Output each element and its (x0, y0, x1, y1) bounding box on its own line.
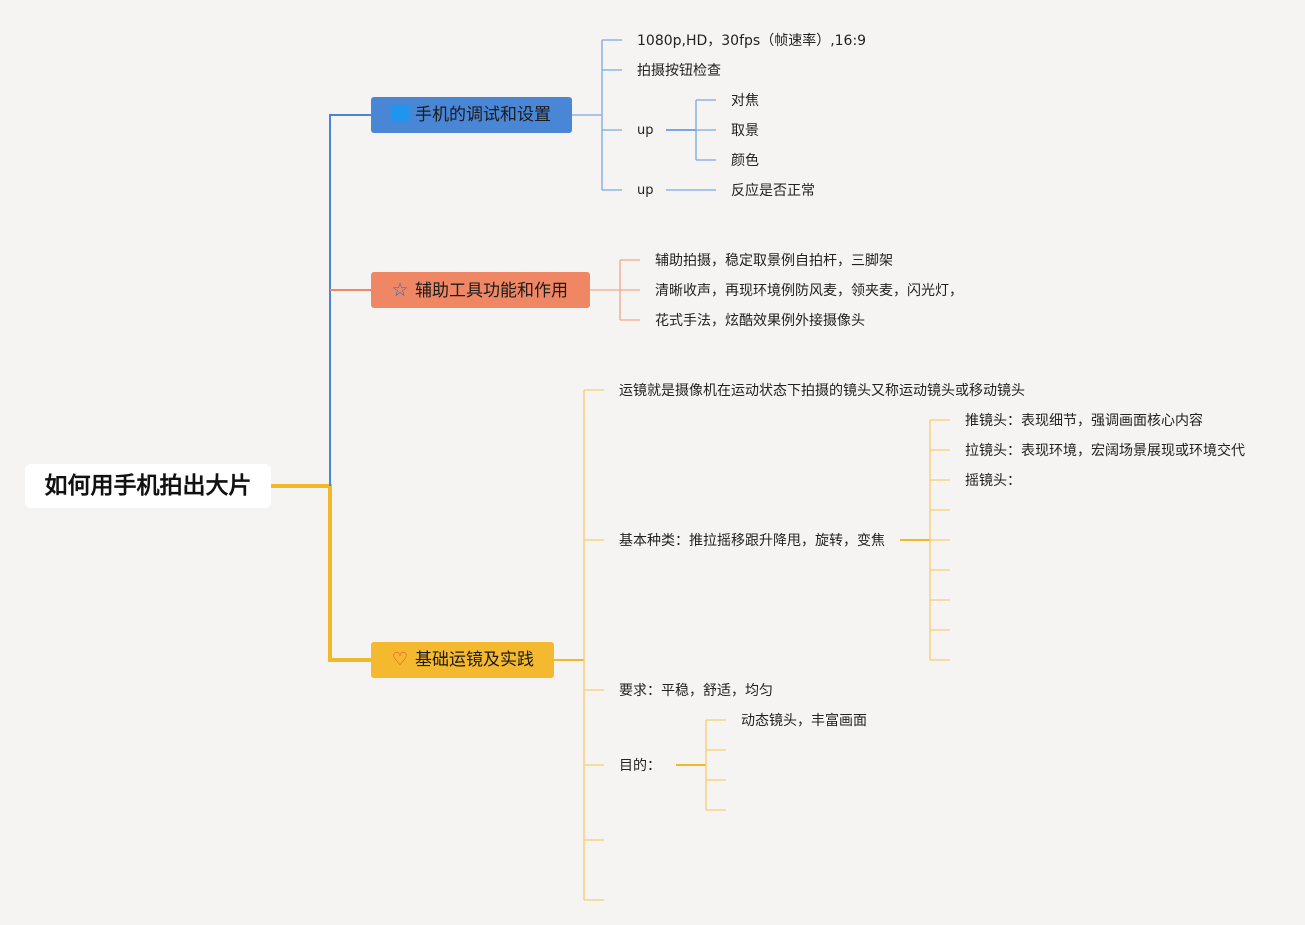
star-outline-icon: ☆ (391, 279, 409, 301)
topic-response[interactable]: 反应是否正常 (731, 183, 815, 199)
topic-up-1[interactable]: up (637, 123, 654, 138)
branch-aux-tools[interactable]: ☆ 辅助工具功能和作用 (371, 272, 590, 308)
topic-push-in[interactable]: 推镜头：表现细节，强调画面核心内容 (965, 413, 1203, 429)
topic-pull-out[interactable]: 拉镜头：表现环境，宏阔场景展现或环境交代 (965, 443, 1245, 459)
topic-audio[interactable]: 清晰收声，再现环境例防风麦，领夹麦，闪光灯， (655, 283, 963, 299)
branch-label: 辅助工具功能和作用 (415, 281, 568, 301)
blue-square-icon (389, 97, 411, 133)
topic-pan[interactable]: 摇镜头： (965, 473, 1021, 489)
topic-definition[interactable]: 运镜就是摄像机在运动状态下拍摄的镜头又称运动镜头或移动镜头 (619, 383, 1025, 399)
topic-basic-types[interactable]: 基本种类：推拉摇移跟升降甩，旋转，变焦 (619, 533, 885, 549)
branch3-lines (554, 389, 950, 901)
topic-color[interactable]: 颜色 (731, 153, 759, 169)
topic-stabilize[interactable]: 辅助拍摄，稳定取景例自拍杆，三脚架 (655, 253, 893, 269)
branch-label: 手机的调试和设置 (415, 105, 551, 125)
branch1-link (329, 114, 371, 486)
topic-effects[interactable]: 花式手法，炫酷效果例外接摄像头 (655, 313, 865, 329)
topic-requirements[interactable]: 要求：平稳，舒适，均匀 (619, 683, 773, 699)
topic-shutter-check[interactable]: 拍摄按钮检查 (637, 63, 721, 79)
trunk-line (271, 484, 371, 662)
branch-label: 基础运镜及实践 (415, 650, 534, 670)
root-topic[interactable]: 如何用手机拍出大片 (25, 464, 271, 508)
branch2-lines (590, 259, 640, 321)
topic-framing[interactable]: 取景 (731, 123, 759, 139)
branch-phone-setup[interactable]: 手机的调试和设置 (371, 97, 572, 133)
topic-purpose[interactable]: 目的： (619, 758, 661, 774)
topic-up-2[interactable]: up (637, 183, 654, 198)
topic-focus[interactable]: 对焦 (731, 93, 759, 109)
branch1-lines (572, 39, 716, 191)
topic-resolution[interactable]: 1080p,HD，30fps（帧速率）,16:9 (637, 33, 867, 49)
heart-outline-icon: ♡ (391, 649, 409, 670)
topic-dynamic[interactable]: 动态镜头，丰富画面 (741, 713, 867, 729)
branch-camera-moves[interactable]: ♡ 基础运镜及实践 (371, 642, 554, 678)
